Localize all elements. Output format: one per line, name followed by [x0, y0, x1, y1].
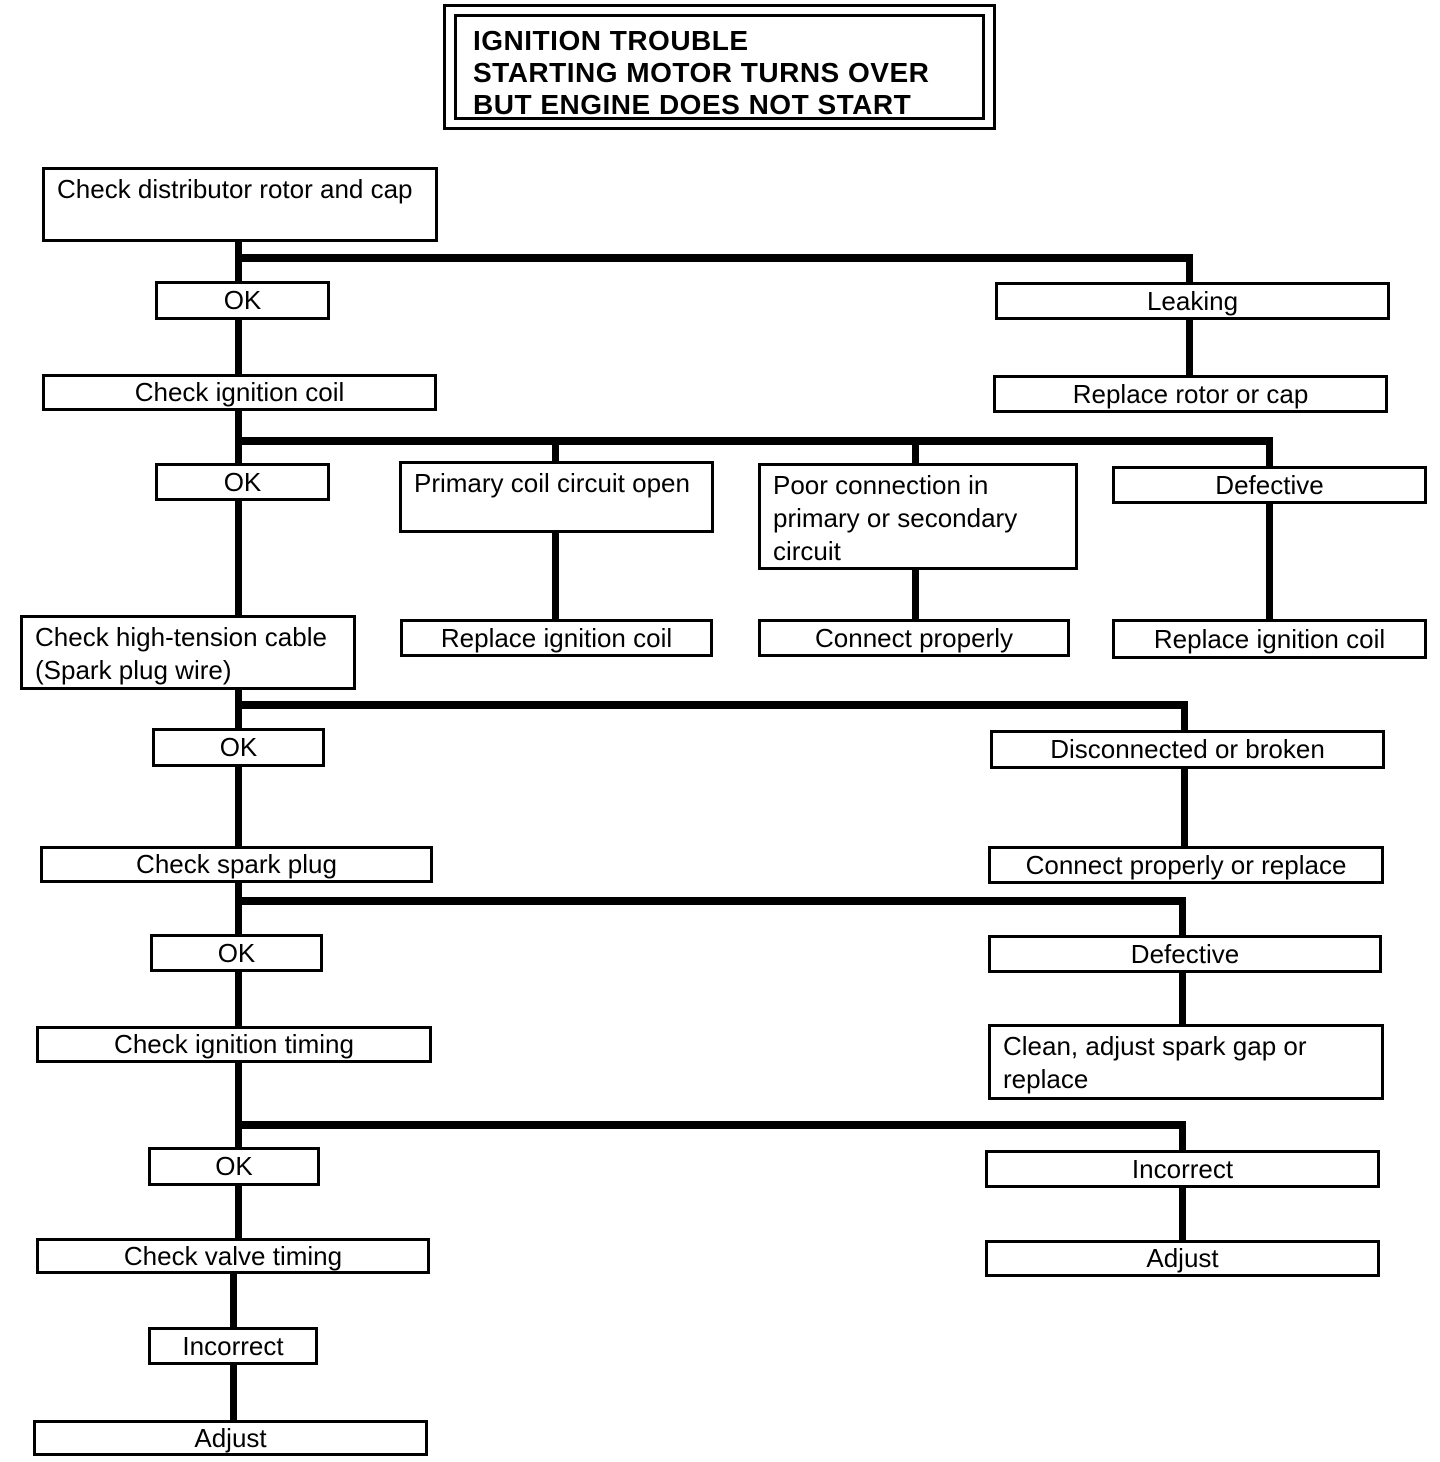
title-line-2: STARTING MOTOR TURNS OVER [473, 57, 930, 88]
connector-line [230, 1274, 237, 1327]
connector-line [235, 1186, 242, 1238]
node-ok-1: OK [155, 281, 330, 320]
node-poor-connection: Poor connection in primary or secondary … [758, 463, 1078, 570]
node-replace-ignition-coil-mid: Replace ignition coil [400, 619, 713, 657]
node-connect-properly-or-replace: Connect properly or replace [988, 846, 1384, 884]
connector-line [235, 254, 1193, 262]
connector-line [1179, 1121, 1186, 1150]
title-box: IGNITION TROUBLE STARTING MOTOR TURNS OV… [443, 4, 996, 130]
node-check-ignition-timing: Check ignition timing [36, 1026, 432, 1063]
node-ok-5: OK [148, 1147, 320, 1186]
node-leaking: Leaking [995, 282, 1390, 320]
connector-line [1186, 320, 1193, 375]
node-ok-4: OK [150, 934, 323, 972]
connector-line [1179, 973, 1186, 1024]
node-adjust-right: Adjust [985, 1240, 1380, 1277]
connector-line [235, 767, 242, 846]
title-line-3: BUT ENGINE DOES NOT START [473, 89, 912, 120]
node-check-high-tension-cable: Check high-tension cable (Spark plug wir… [20, 615, 356, 690]
title-line-1: IGNITION TROUBLE [473, 25, 749, 56]
connector-line [235, 972, 242, 1026]
connector-line [1266, 504, 1273, 619]
connector-line [235, 437, 1273, 445]
node-ok-2: OK [155, 463, 330, 501]
connector-line [235, 897, 1186, 905]
node-replace-ignition-coil-right: Replace ignition coil [1112, 619, 1427, 659]
connector-line [912, 437, 919, 463]
node-check-distributor-rotor-and-cap: Check distributor rotor and cap [42, 167, 438, 242]
connector-line [235, 320, 242, 374]
connector-line [1179, 1188, 1186, 1240]
connector-line [1181, 769, 1188, 846]
node-ok-3: OK [152, 728, 325, 767]
node-defective-2: Defective [988, 935, 1382, 973]
connector-line [1186, 254, 1193, 282]
node-primary-coil-circuit-open: Primary coil circuit open [399, 461, 714, 533]
connector-line [230, 1365, 237, 1420]
connector-line [912, 570, 919, 619]
node-check-ignition-coil: Check ignition coil [42, 374, 437, 411]
node-check-spark-plug: Check spark plug [40, 846, 433, 883]
node-disconnected-or-broken: Disconnected or broken [990, 730, 1385, 769]
node-connect-properly: Connect properly [758, 619, 1070, 657]
node-clean-adjust-spark-gap: Clean, adjust spark gap or replace [988, 1024, 1384, 1100]
node-replace-rotor-or-cap: Replace rotor or cap [993, 375, 1388, 413]
connector-line [235, 1063, 242, 1147]
connector-line [235, 501, 242, 615]
connector-line [235, 883, 242, 934]
connector-line [1181, 701, 1188, 730]
node-check-valve-timing: Check valve timing [36, 1238, 430, 1274]
connector-line [552, 533, 559, 619]
connector-line [235, 1121, 1186, 1129]
connector-line [552, 437, 559, 461]
connector-line [235, 701, 1188, 709]
node-defective-1: Defective [1112, 466, 1427, 504]
diagram-title: IGNITION TROUBLE STARTING MOTOR TURNS OV… [454, 14, 985, 120]
connector-line [1179, 897, 1186, 935]
node-adjust-bottom: Adjust [33, 1420, 428, 1456]
connector-line [235, 690, 242, 728]
node-incorrect-right: Incorrect [985, 1150, 1380, 1188]
connector-line [235, 410, 242, 463]
connector-line [1266, 437, 1273, 466]
node-incorrect-bottom: Incorrect [148, 1327, 318, 1365]
